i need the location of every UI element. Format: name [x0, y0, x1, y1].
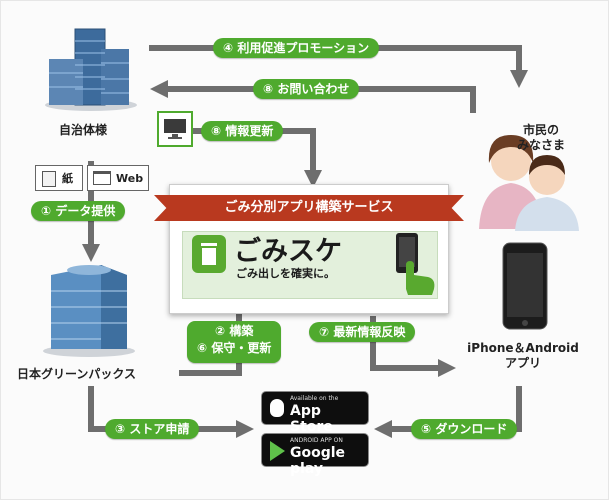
web-media-box: Web [87, 165, 149, 191]
citizens-people-icon [479, 135, 579, 231]
store-apply-label: ③ ストア申請 [105, 419, 200, 439]
municipality-label: 自治体様 [59, 123, 108, 137]
hand-phone-icon [396, 233, 435, 295]
browser-window-icon [93, 171, 111, 185]
app-store-small-text: Available on the [290, 395, 339, 402]
citizens-label-line2: みなさま [517, 138, 566, 152]
latest-info-label: ⑦ 最新情報反映 [309, 322, 416, 342]
google-play-small-text: ANDROID APP ON [290, 437, 343, 444]
google-play-big-text: Google play [290, 445, 346, 477]
google-play-badge[interactable]: ANDROID APP ON Google play [261, 433, 369, 477]
build-maintenance-label: ② 構築 ⑥ 保守・更新 [187, 321, 282, 363]
inquiry-label: ⑧ お問い合わせ [253, 79, 360, 99]
app-name: ごみスケ [234, 236, 342, 267]
paper-label: 紙 [62, 172, 73, 185]
citizens-label: 市民の みなさま [517, 123, 565, 153]
smartphone-icon [502, 242, 548, 330]
data-provision-label: ① データ提供 [31, 201, 126, 221]
company-building-icon [43, 265, 135, 357]
app-label: iPhone＆Android アプリ [457, 341, 589, 371]
play-triangle-icon [270, 441, 285, 461]
web-label: Web [116, 172, 144, 185]
trash-can-icon [192, 235, 226, 273]
info-update-label: ⑧ 情報更新 [201, 121, 284, 141]
paper-media-box: 紙 [35, 165, 83, 191]
download-label: ⑤ ダウンロード [411, 419, 518, 439]
app-store-badge[interactable]: Available on the App Store [261, 391, 369, 435]
document-icon [42, 171, 56, 187]
service-ribbon: ごみ分別アプリ構築サービス [154, 195, 464, 221]
app-store-big-text: App Store [290, 403, 333, 435]
app-tagline: ごみ出しを確実に。 [236, 267, 335, 280]
app-label-line1: iPhone＆Android [467, 341, 579, 355]
app-label-line2: アプリ [504, 356, 541, 370]
apple-icon [270, 399, 284, 417]
promotion-label: ④ 利用促進プロモーション [213, 38, 380, 58]
service-panel: ごみ分別アプリ構築サービス ごみスケ ごみ出しを確実に。 [154, 184, 464, 314]
maintenance-label: ⑥ 保守・更新 [197, 341, 272, 355]
monitor-icon [157, 111, 193, 147]
municipality-building-icon [45, 28, 137, 111]
build-label: ② 構築 [215, 324, 254, 338]
company-label: 日本グリーンパックス [17, 367, 137, 381]
citizens-label-line1: 市民の [523, 123, 560, 137]
